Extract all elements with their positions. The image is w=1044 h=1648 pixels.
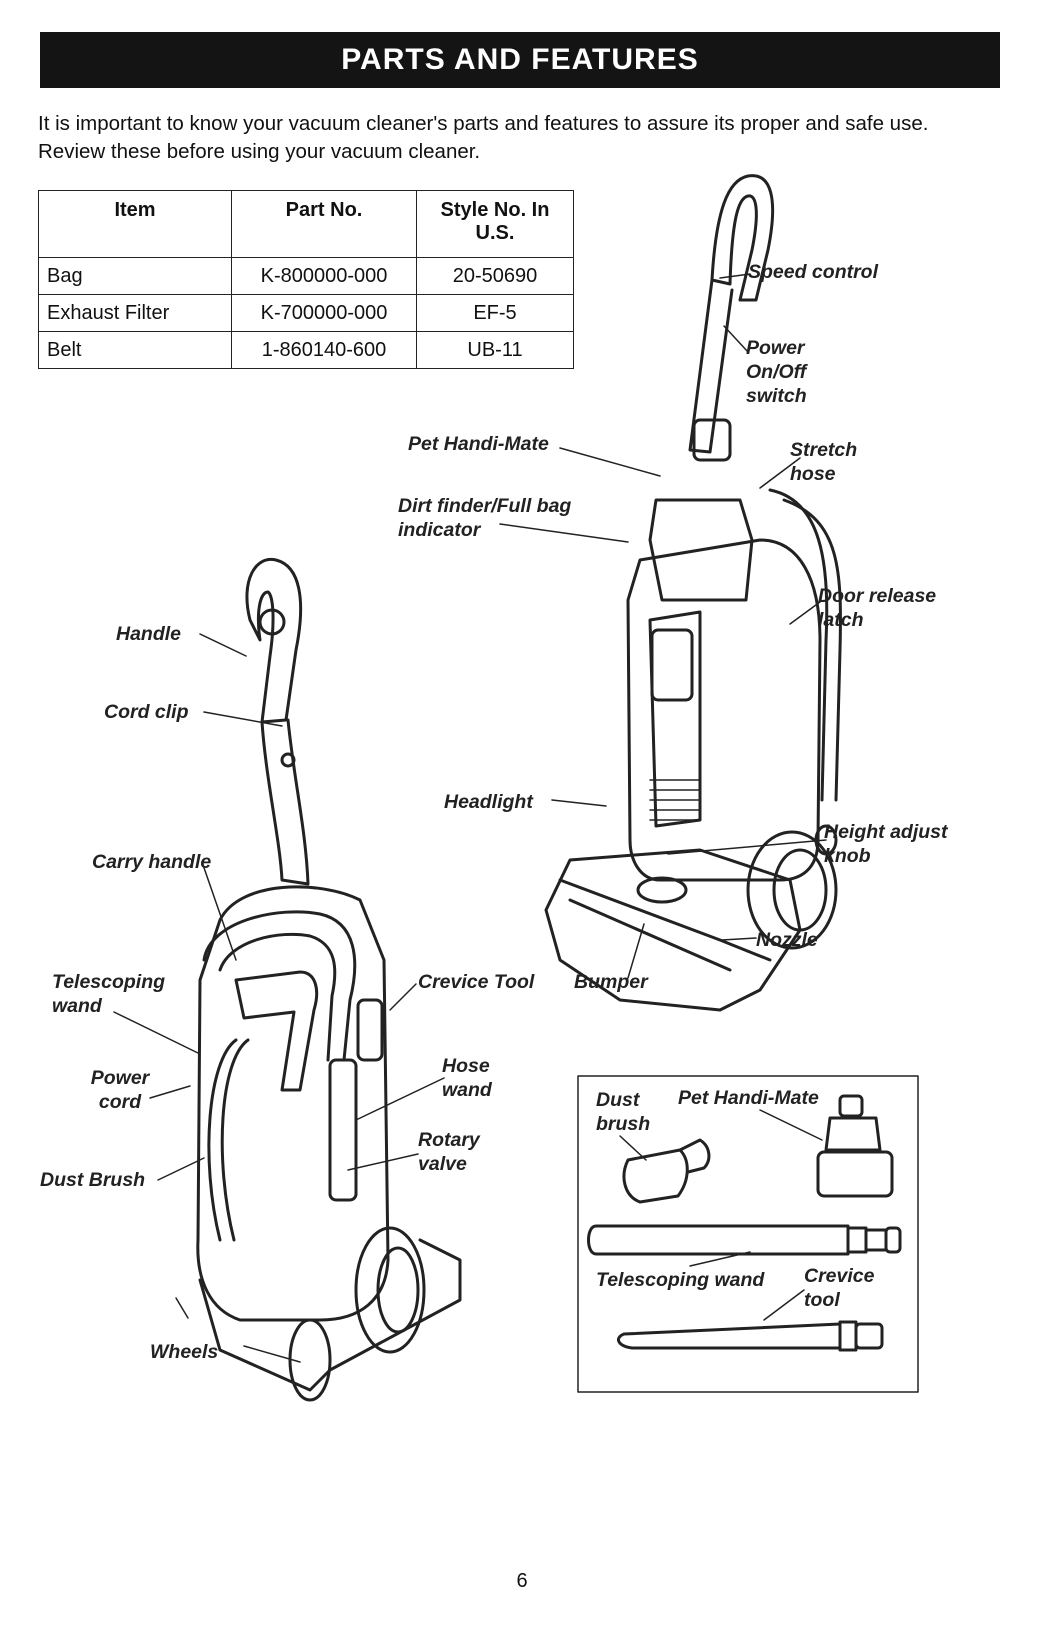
cell-part-no: K-800000-000 bbox=[231, 257, 417, 295]
label-dirt-finder: Dirt finder/Full bag indicator bbox=[398, 495, 572, 541]
label-telescoping-wand: Telescoping wand bbox=[52, 971, 166, 1017]
accessory-label-telescoping-wand: Telescoping wand bbox=[596, 1269, 765, 1291]
label-bumper: Bumper bbox=[574, 971, 648, 993]
accessory-callout-lines bbox=[619, 1109, 823, 1321]
label-height-adjust: Height adjust knob bbox=[824, 821, 948, 867]
label-carry-handle: Carry handle bbox=[92, 851, 212, 873]
label-speed-control: Speed control bbox=[748, 261, 879, 283]
cell-item: Belt bbox=[38, 331, 232, 369]
telescoping-wand-drawing bbox=[587, 1224, 902, 1256]
accessory-label-crevice-tool: Crevice tool bbox=[804, 1265, 875, 1311]
label-power-switch: Power On/Off switch bbox=[746, 337, 807, 407]
cell-item: Exhaust Filter bbox=[38, 294, 232, 332]
header-style-no: Style No. In U.S. bbox=[416, 190, 574, 258]
label-headlight: Headlight bbox=[444, 791, 533, 813]
label-power-cord: Power cord bbox=[90, 1067, 150, 1113]
table-header-row: Item Part No. Style No. In U.S. bbox=[38, 190, 574, 258]
header-part-no: Part No. bbox=[231, 190, 417, 258]
cell-part-no: 1-860140-600 bbox=[231, 331, 417, 369]
page-number: 6 bbox=[516, 1570, 528, 1592]
intro-paragraph: It is important to know your vacuum clea… bbox=[38, 112, 929, 163]
cell-style-no: 20-50690 bbox=[416, 257, 574, 295]
parts-table: Item Part No. Style No. In U.S. Bag K-80… bbox=[38, 190, 574, 369]
label-hose-wand: Hose wand bbox=[442, 1055, 492, 1101]
cell-style-no: UB-11 bbox=[416, 331, 574, 369]
pet-handi-mate-drawing bbox=[816, 1094, 894, 1198]
label-nozzle: Nozzle bbox=[756, 929, 818, 951]
page-title: PARTS AND FEATURES bbox=[341, 43, 699, 76]
cell-part-no: K-700000-000 bbox=[231, 294, 417, 332]
dust-brush-drawing bbox=[622, 1138, 711, 1204]
table-row: Exhaust Filter K-700000-000 EF-5 bbox=[38, 294, 574, 332]
label-rotary-valve: Rotary valve bbox=[418, 1129, 480, 1175]
table-row: Bag K-800000-000 20-50690 bbox=[38, 257, 574, 295]
label-wheels: Wheels bbox=[150, 1341, 219, 1363]
front-vacuum-drawing bbox=[544, 174, 842, 1012]
table-row: Belt 1-860140-600 UB-11 bbox=[38, 331, 574, 369]
accessory-label-pet-handi-mate: Pet Handi-Mate bbox=[678, 1087, 819, 1109]
label-pet-handi-mate: Pet Handi-Mate bbox=[408, 433, 549, 455]
section-banner: PARTS AND FEATURES bbox=[40, 32, 1000, 88]
cell-item: Bag bbox=[38, 257, 232, 295]
label-dust-brush: Dust Brush bbox=[40, 1169, 146, 1191]
label-door-release: Door release latch bbox=[818, 585, 937, 631]
label-stretch-hose: Stretch hose bbox=[790, 439, 858, 485]
accessory-box-frame bbox=[577, 1075, 919, 1393]
crevice-tool-drawing bbox=[616, 1320, 884, 1352]
accessory-label-dust-brush: Dust brush bbox=[596, 1089, 651, 1135]
rear-vacuum-drawing bbox=[196, 557, 462, 1402]
label-crevice-tool: Crevice Tool bbox=[418, 971, 535, 993]
label-handle: Handle bbox=[116, 623, 182, 645]
label-cord-clip: Cord clip bbox=[104, 701, 189, 723]
callout-lines bbox=[113, 273, 827, 1363]
